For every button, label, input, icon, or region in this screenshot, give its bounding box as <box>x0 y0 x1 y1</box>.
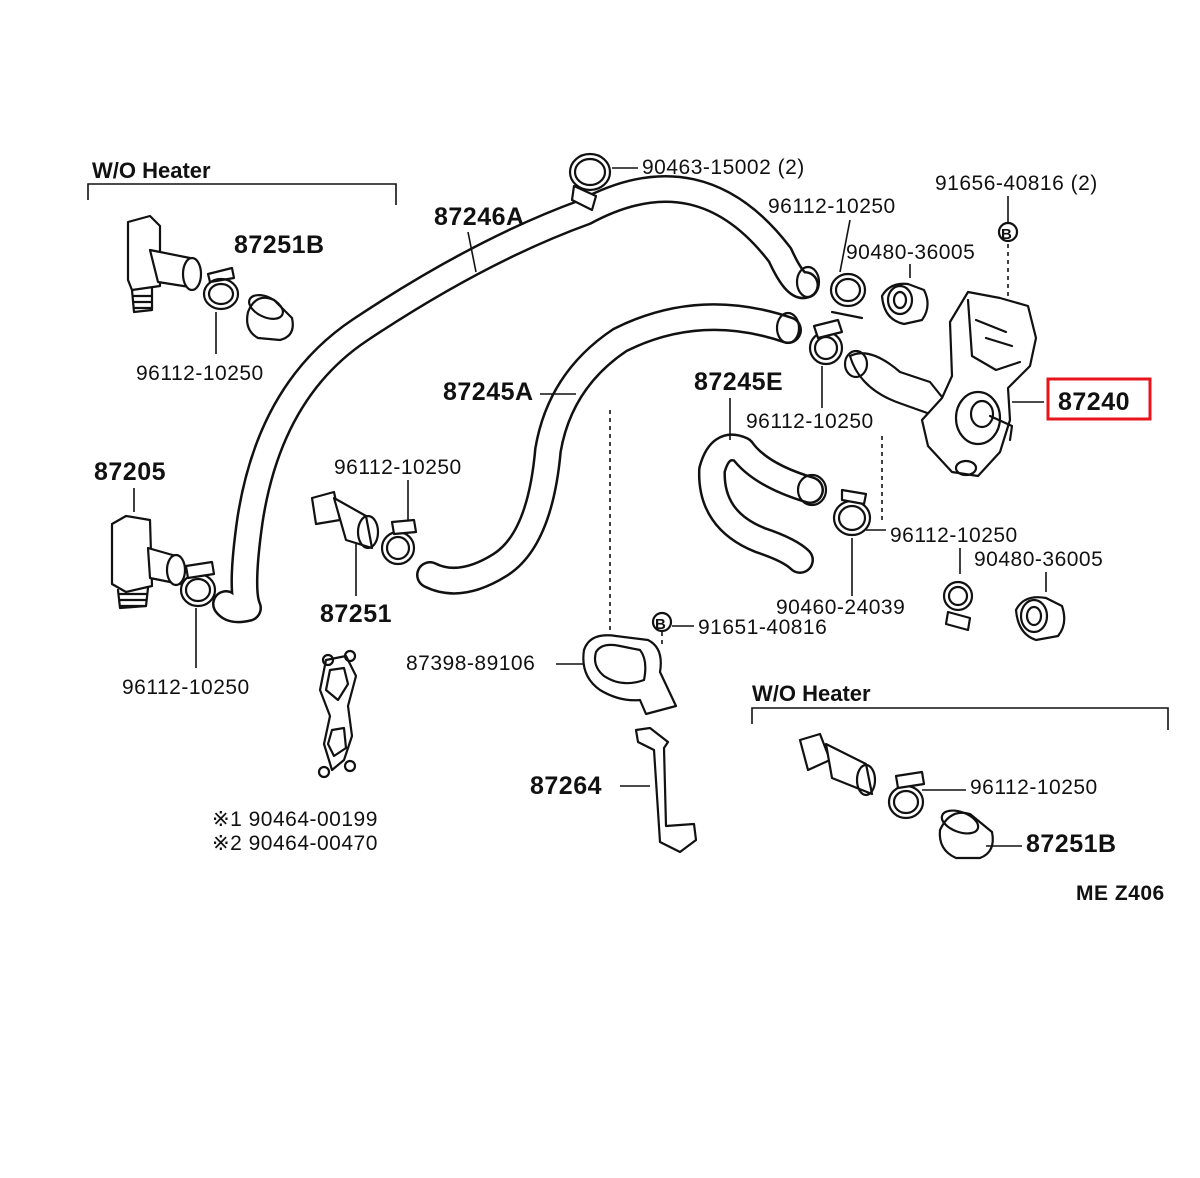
highlight-box-87240 <box>1046 377 1152 421</box>
clamp-c <box>832 488 872 537</box>
leader-96112-a <box>839 219 851 273</box>
union-fitting-87205 <box>110 514 187 610</box>
bracket-87264 <box>634 726 698 854</box>
part-87251b-top-label: 87251B <box>234 231 325 259</box>
part-90464-2-label: ※2 90464-00470 <box>212 832 378 855</box>
union-fitting-top <box>126 214 203 314</box>
clamp-mid <box>380 518 418 566</box>
wo-heater-bottom-group: W/O Heater 96112-10250 87251B <box>751 681 1169 860</box>
part-90480-a-label: 90480-36005 <box>846 241 975 264</box>
wo-heater-top-label: W/O Heater <box>92 158 211 183</box>
part-90463-label: 90463-15002 (2) <box>642 156 805 179</box>
water-valve-87240 <box>843 290 1038 478</box>
part-90464-1-label: ※1 90464-00199 <box>212 808 378 831</box>
hose-87246a <box>212 174 821 624</box>
part-87246a-label: 87246A <box>434 203 525 231</box>
bolt-marker-b-mid: B <box>651 611 673 633</box>
fitting-bottom <box>798 732 877 797</box>
grommet-a <box>880 282 929 326</box>
part-96112-d-label: 96112-10250 <box>890 524 1018 547</box>
cap-87251b-top <box>246 294 294 342</box>
clamp-top-left <box>202 266 240 311</box>
leader-87246a <box>467 231 477 273</box>
clamp-d <box>942 580 974 632</box>
hose-87245e <box>697 433 828 574</box>
clamp-left-mid <box>179 560 217 608</box>
part-87398-label: 87398-89106 <box>406 652 535 675</box>
part-96112-a-label: 96112-10250 <box>768 195 896 218</box>
diagram-code: ME Z406 <box>1076 882 1165 905</box>
clamp-b <box>808 318 844 366</box>
part-91656-label: 91656-40816 (2) <box>935 172 1098 195</box>
part-87264-label: 87264 <box>530 772 602 800</box>
part-87251b-bottom-label: 87251B <box>1026 830 1117 858</box>
part-87240-label: 87240 <box>1058 388 1130 416</box>
part-96112-c-label: 96112-10250 <box>746 410 874 433</box>
marker-b-top: B <box>1001 226 1012 243</box>
clamp-bracket-87398 <box>582 634 678 716</box>
part-87245a-label: 87245A <box>443 378 534 406</box>
wo-heater-bottom-bracket <box>751 707 1169 730</box>
part-87245e-label: 87245E <box>694 368 783 396</box>
part-87251-label: 87251 <box>320 600 392 628</box>
marker-b-mid: B <box>655 616 666 633</box>
wo-heater-bottom-label: W/O Heater <box>752 681 871 706</box>
fitting-87251 <box>310 490 380 550</box>
clamp-bottom <box>887 770 926 820</box>
hose-87245a <box>416 303 802 595</box>
gasket-90464 <box>317 649 358 779</box>
clamp-a <box>829 272 867 320</box>
clamp-90463 <box>568 152 612 212</box>
part-96112-top-left-label: 96112-10250 <box>136 362 264 385</box>
wo-heater-top-group: W/O Heater 87251B 96112-10250 <box>87 158 397 385</box>
part-87205-label: 87205 <box>94 458 166 486</box>
part-91651-label: 91651-40816 <box>698 616 827 639</box>
part-96112-bottom-label: 96112-10250 <box>970 776 1098 799</box>
grommet-b <box>1014 596 1066 642</box>
cap-87251b-bottom <box>938 809 994 860</box>
part-90480-b-label: 90480-36005 <box>974 548 1103 571</box>
wo-heater-top-bracket <box>87 183 397 205</box>
part-90460-label: 90460-24039 <box>776 596 905 619</box>
part-96112-left-mid-label: 96112-10250 <box>122 676 250 699</box>
bolt-marker-b-top: B <box>997 221 1019 243</box>
part-96112-mid-label: 96112-10250 <box>334 456 462 479</box>
